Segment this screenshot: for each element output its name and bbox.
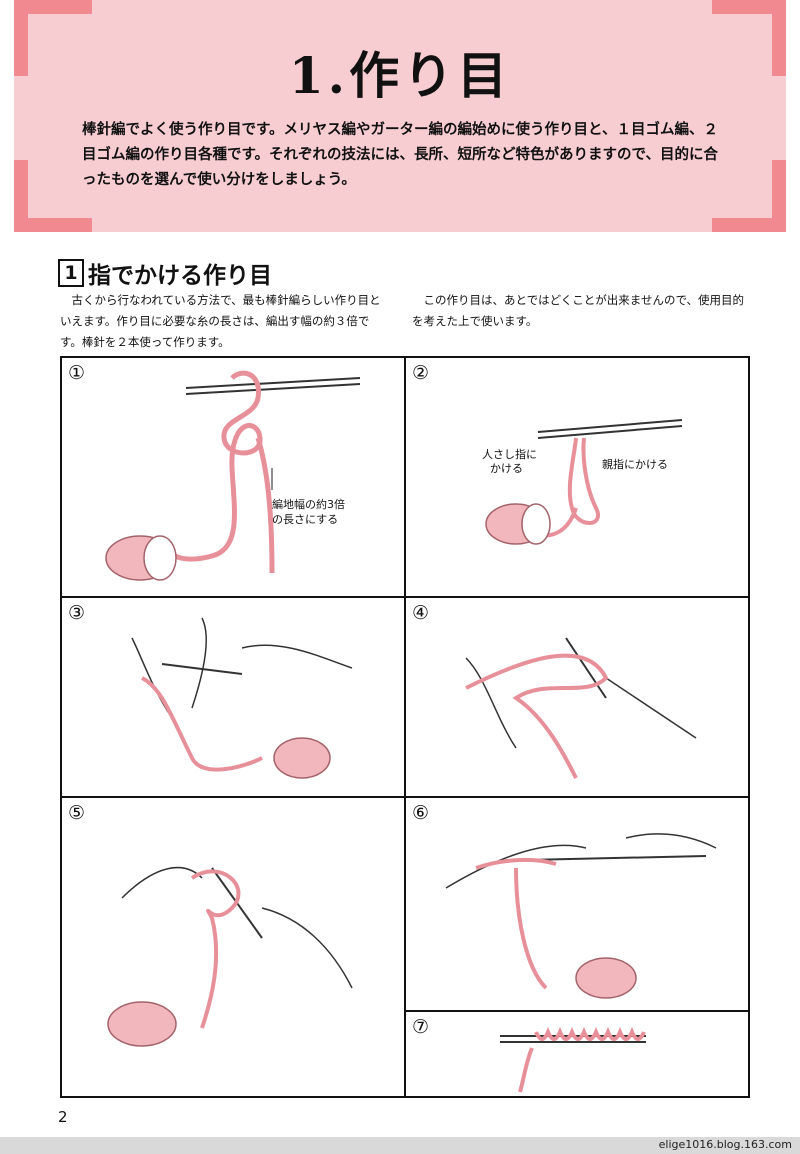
intro-text: 棒針編でよく使う作り目です。メリヤス編やガーター編の編始めに使う作り目と、１目ゴ… <box>82 122 718 188</box>
corner-bottom-right-v <box>772 160 786 232</box>
panel-number: ④ <box>412 602 430 624</box>
panel-2-label-3: 親指にかける <box>602 458 668 471</box>
corner-top-left <box>14 0 92 14</box>
panel-1-label-2: の長さにする <box>272 513 339 526</box>
corner-bottom-left <box>14 218 92 232</box>
panel-1-label-1: 編地幅の約3倍 <box>272 498 345 511</box>
panel-2: ② 人さし指に かける 親指にかける <box>405 357 749 597</box>
illustration-grid: ① 編地幅の約3倍 の長さにする ② 人さし指に かける 親指にかける ③ <box>60 356 750 1098</box>
footer-bar: elige1016.blog.163.com <box>0 1137 800 1154</box>
panel-3: ③ <box>61 597 405 797</box>
panel-number: ⑤ <box>68 802 86 824</box>
page-title: 1.作り目 <box>288 46 512 105</box>
corner-bottom-right <box>712 218 786 232</box>
hands-illustration <box>465 637 697 779</box>
panel-number: ① <box>68 362 86 384</box>
page-number: 2 <box>58 1108 68 1126</box>
section-heading: 1 指でかける作り目 <box>58 256 272 290</box>
panel-number: ② <box>412 362 430 384</box>
panel-6: ⑥ <box>405 797 749 1011</box>
panel-4: ④ <box>405 597 749 797</box>
panel-number: ⑦ <box>412 1016 430 1038</box>
section-title: 指でかける作り目 <box>88 263 272 289</box>
corner-top-right <box>712 0 786 14</box>
panel-number: ③ <box>68 602 86 624</box>
cast-on-illustration <box>500 1026 646 1093</box>
section-text-right: この作り目は、あとではどくことが出来ませんので、使用目的を考えた上で使います。 <box>412 293 745 328</box>
header-banner <box>14 0 786 232</box>
panel-number: ⑥ <box>412 802 430 824</box>
panel-2-label-2: かける <box>490 462 523 475</box>
hands-illustration <box>445 833 717 999</box>
section-text-left: 古くから行なわれている方法で、最も棒針編らしい作り目といえます。作り目に必要な糸… <box>60 293 381 349</box>
panel-7: ⑦ <box>405 1011 749 1097</box>
yarn-needles-illustration <box>105 370 361 581</box>
panel-1: ① 編地幅の約3倍 の長さにする <box>61 357 405 597</box>
section-number: 1 <box>58 259 84 287</box>
hands-illustration <box>131 617 353 779</box>
hands-illustration <box>107 866 353 1047</box>
corner-top-right-v <box>772 0 786 76</box>
yarn-needles-illustration <box>485 419 683 545</box>
watermark: elige1016.blog.163.com <box>658 1138 792 1151</box>
panel-2-label-1: 人さし指に <box>482 448 537 461</box>
corner-bottom-left-v <box>14 160 28 232</box>
corner-top-left-v <box>14 0 28 76</box>
panel-5: ⑤ <box>61 797 405 1097</box>
